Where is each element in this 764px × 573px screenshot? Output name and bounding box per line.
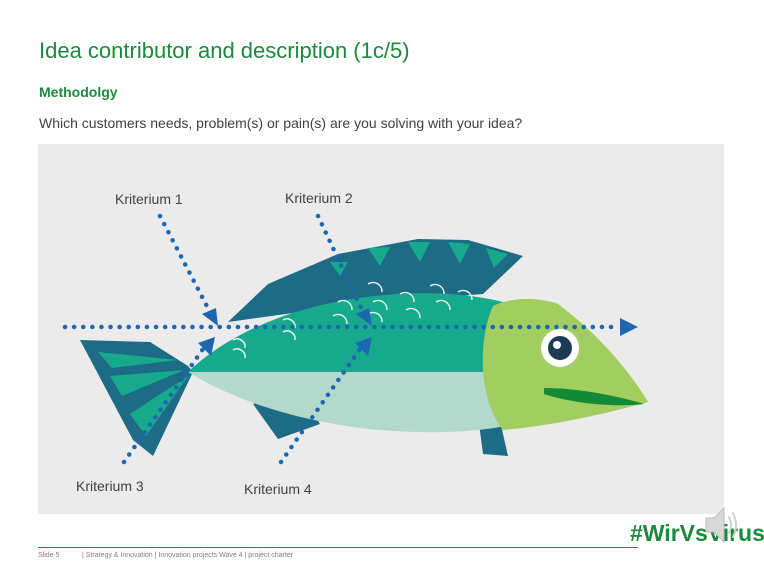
- arrowhead-2: [356, 308, 372, 326]
- arrowhead-3: [198, 337, 215, 356]
- slide-subtitle: Methodolgy: [39, 84, 118, 100]
- criterion-label-4: Kriterium 4: [244, 481, 312, 497]
- slide-title: Idea contributor and description (1c/5): [39, 38, 410, 63]
- fish-belly: [188, 372, 543, 433]
- speaker-icon[interactable]: [702, 500, 742, 555]
- fish-tail: [80, 340, 193, 456]
- footer-info: | Strategy & Innovation | Innovation pro…: [82, 552, 294, 559]
- arrowhead-4: [355, 337, 372, 356]
- criterion-label-1: Kriterium 1: [115, 191, 183, 207]
- hashtag-wirvsvirus: #WirVsVirus: [630, 520, 764, 546]
- arrowhead-1: [202, 308, 218, 326]
- footer-divider: [38, 547, 638, 548]
- spine-arrowhead: [620, 318, 638, 336]
- fish-top-fin: [228, 239, 523, 322]
- slide-question: Which customers needs, problem(s) or pai…: [39, 115, 523, 131]
- slide-number: Slide 5: [38, 552, 60, 559]
- criterion-label-2: Kriterium 2: [285, 190, 353, 206]
- fish-body: [188, 293, 543, 372]
- criterion-label-3: Kriterium 3: [76, 478, 144, 494]
- fishbone-diagram: Kriterium 1 Kriterium 2 Kriterium 3 Krit…: [38, 144, 724, 514]
- fish-illustration: [62, 213, 648, 465]
- fish-mouth: [544, 388, 644, 406]
